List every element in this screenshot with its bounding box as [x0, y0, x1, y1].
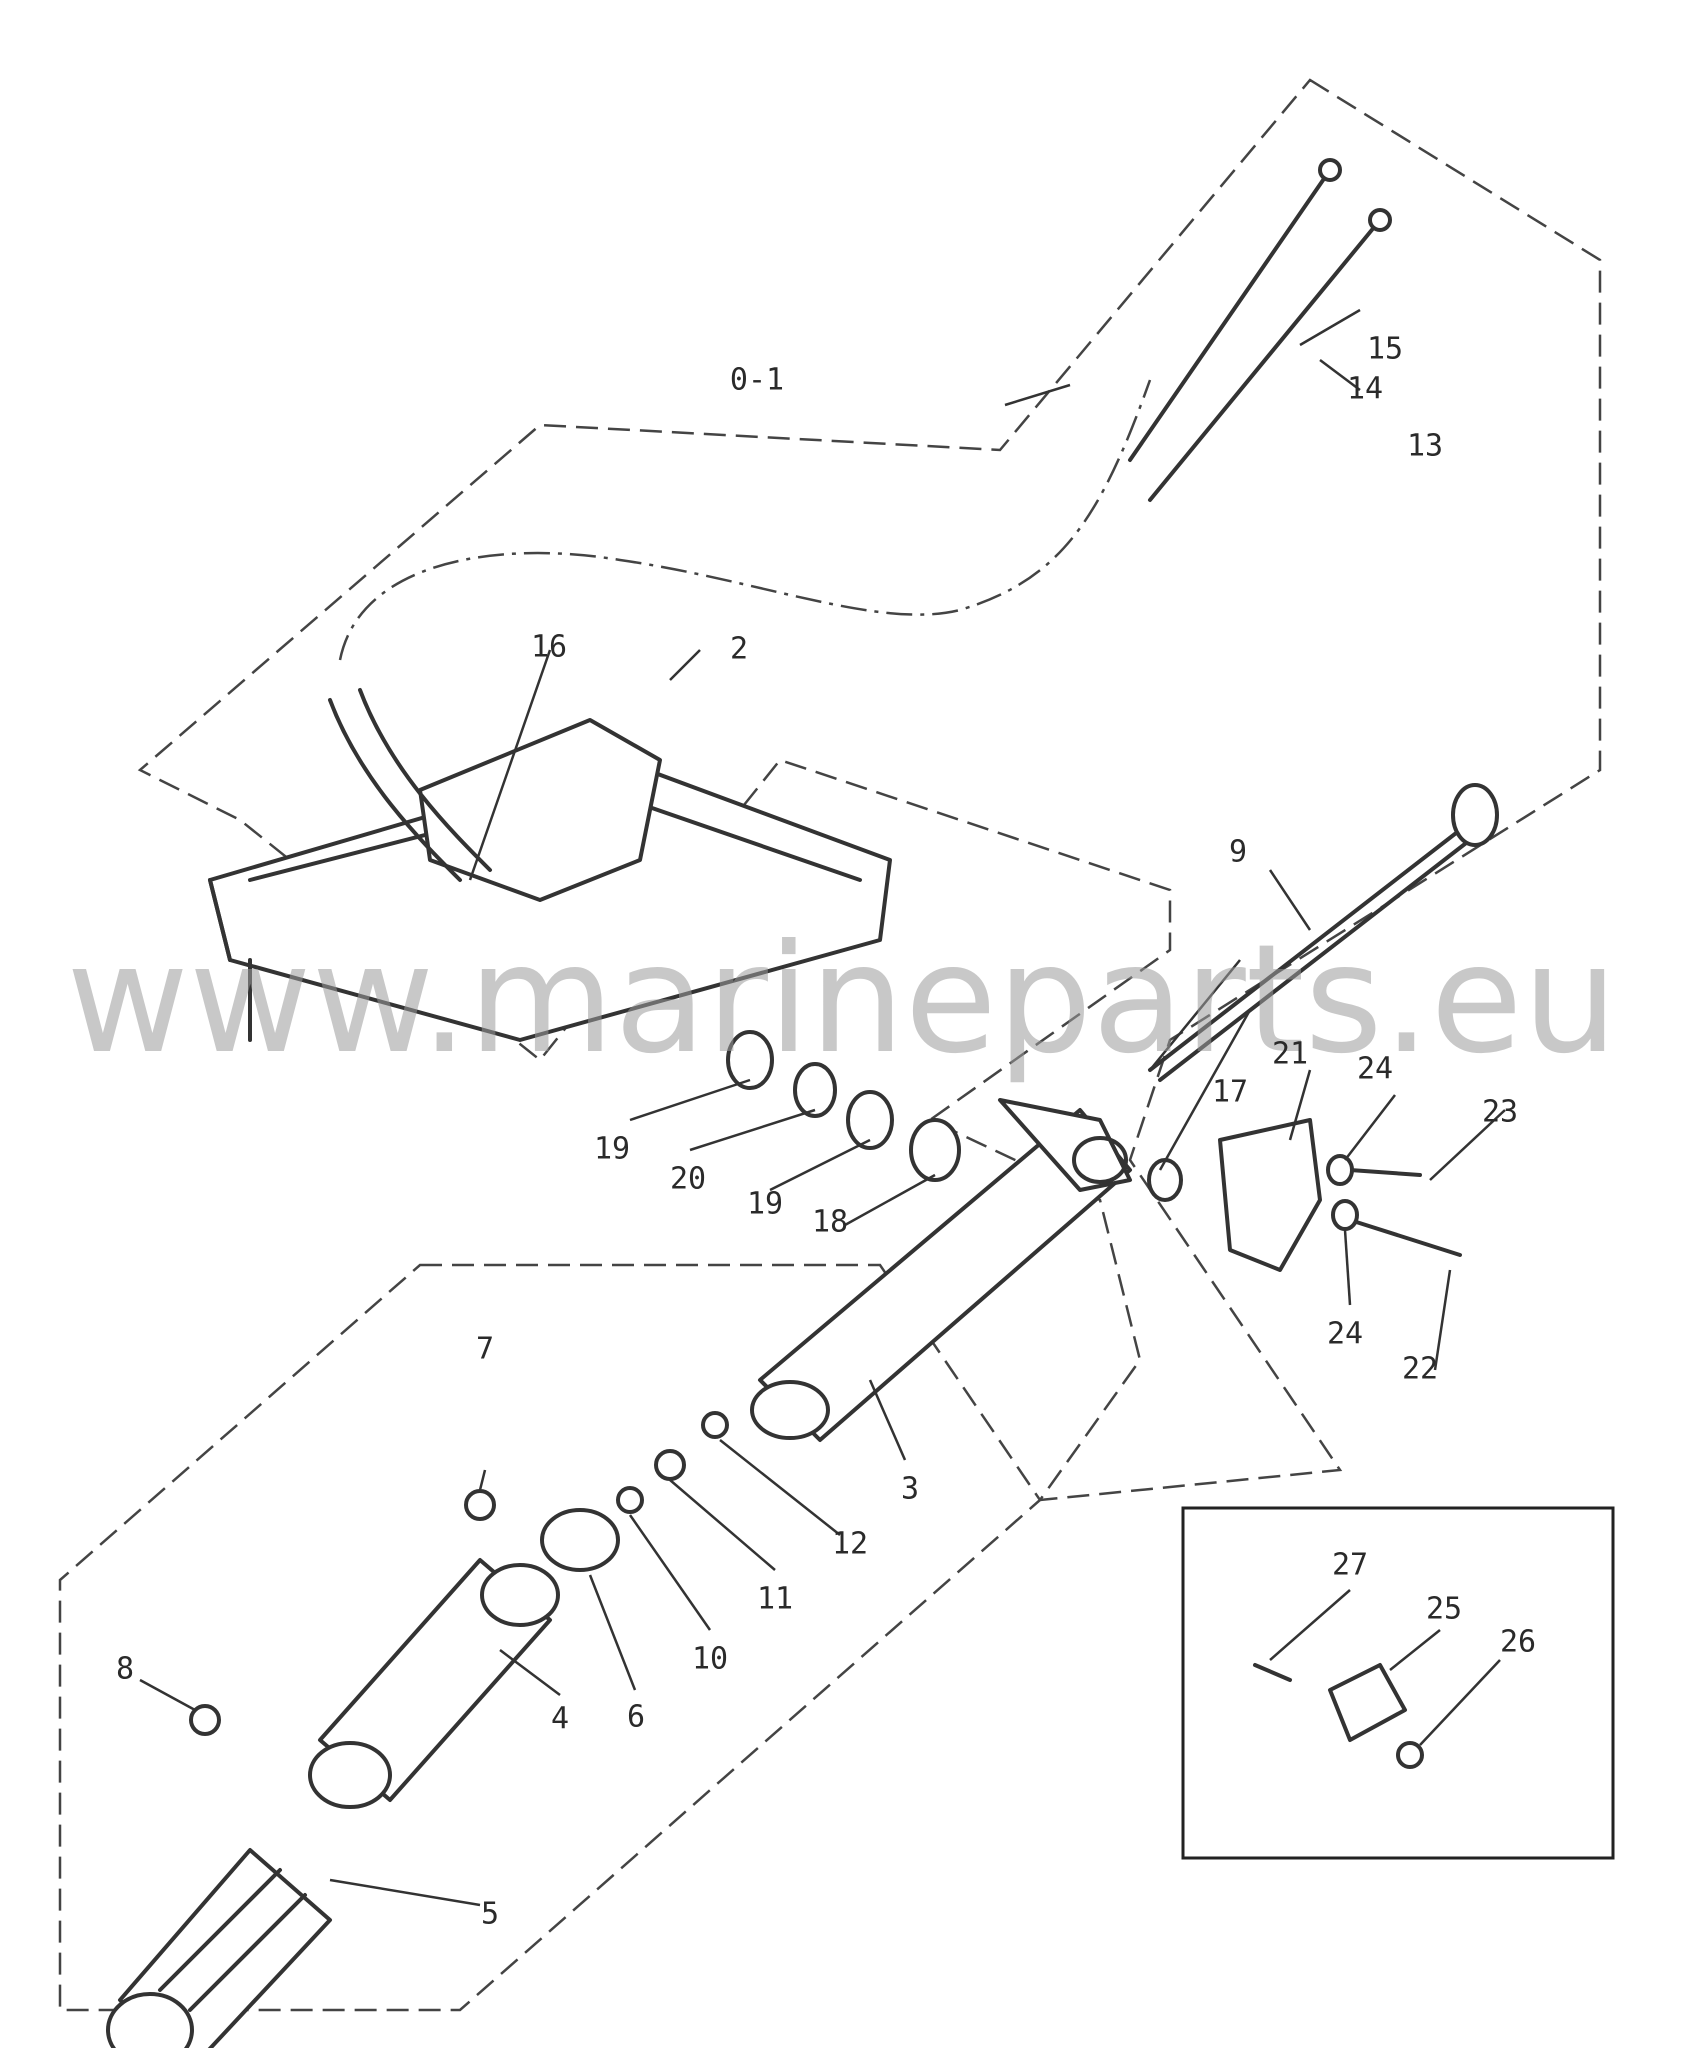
- callout-13: 13: [1407, 429, 1443, 464]
- assembly-boundary-lower: [58, 1263, 1042, 2012]
- callout-19b: 19: [747, 1187, 783, 1222]
- callout-15: 15: [1367, 332, 1403, 367]
- callout-18: 18: [812, 1205, 848, 1240]
- callout-22: 22: [1402, 1352, 1438, 1387]
- callout-7: 7: [476, 1332, 494, 1367]
- small-parts: [189, 1411, 729, 1736]
- inset-parts: [1253, 1663, 1424, 1769]
- callout-4: 4: [551, 1702, 569, 1737]
- callout-24b: 24: [1327, 1317, 1363, 1352]
- watermark: www.marineparts.eu: [66, 913, 1618, 1087]
- callout-6: 6: [627, 1700, 645, 1735]
- callout-8: 8: [116, 1652, 134, 1687]
- callout-20: 20: [670, 1162, 706, 1197]
- callout-labels: 0-1 2 3 4 5 6 7 8 9 10 11 12 13 14 15 16…: [116, 332, 1536, 1932]
- callout-5: 5: [481, 1897, 499, 1932]
- callout-23: 23: [1482, 1095, 1518, 1130]
- callout-0-1: 0-1: [730, 363, 784, 398]
- tiller-handle-tube: [308, 1558, 560, 1809]
- callout-17: 17: [1212, 1075, 1248, 1110]
- callout-27: 27: [1332, 1548, 1368, 1583]
- inset-frame: [1181, 1506, 1615, 1860]
- leader-lines: [139, 308, 1506, 1907]
- callout-26: 26: [1500, 1625, 1536, 1660]
- callout-16: 16: [531, 630, 567, 665]
- ring-part: [540, 1508, 620, 1572]
- callout-2: 2: [730, 632, 748, 667]
- callout-19a: 19: [594, 1132, 630, 1167]
- clamp-bracket: [1218, 1118, 1462, 1272]
- assembly-boundary-upper: [137, 78, 1602, 1502]
- callout-14: 14: [1347, 372, 1383, 407]
- callout-9: 9: [1229, 835, 1247, 870]
- callout-24a: 24: [1357, 1052, 1393, 1087]
- callout-12: 12: [832, 1527, 868, 1562]
- throttle-cable-path: [338, 379, 1152, 661]
- cable-ends: [1128, 158, 1392, 502]
- tiller-arm: [750, 1098, 1132, 1442]
- callout-25: 25: [1426, 1592, 1462, 1627]
- steering-rod: [1148, 783, 1499, 1082]
- callout-11: 11: [757, 1582, 793, 1617]
- callout-21: 21: [1272, 1037, 1308, 1072]
- washers: [726, 1030, 1183, 1202]
- twist-grip: [106, 1848, 332, 2048]
- callout-10: 10: [692, 1642, 728, 1677]
- callout-3: 3: [901, 1472, 919, 1507]
